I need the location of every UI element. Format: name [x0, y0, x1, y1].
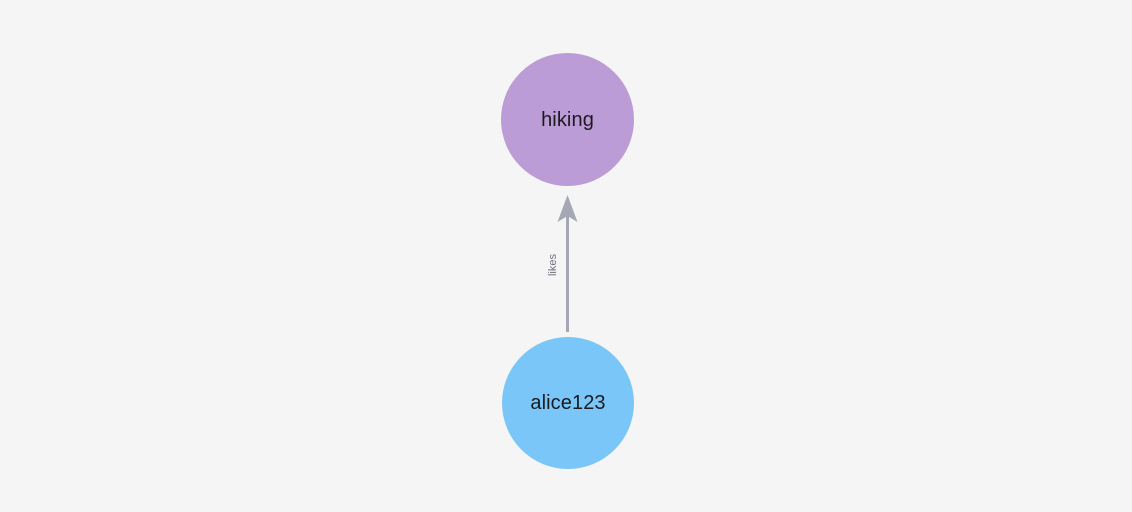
- edge-label-likes: likes: [547, 254, 559, 277]
- edge-arrowhead-icon: [557, 195, 578, 222]
- edge-alice123-likes-hiking[interactable]: [557, 195, 578, 332]
- node-label: hiking: [541, 108, 594, 131]
- graph-node-hiking[interactable]: hiking: [501, 53, 634, 186]
- node-label: alice123: [530, 392, 606, 414]
- graph-node-alice123[interactable]: alice123: [502, 337, 634, 469]
